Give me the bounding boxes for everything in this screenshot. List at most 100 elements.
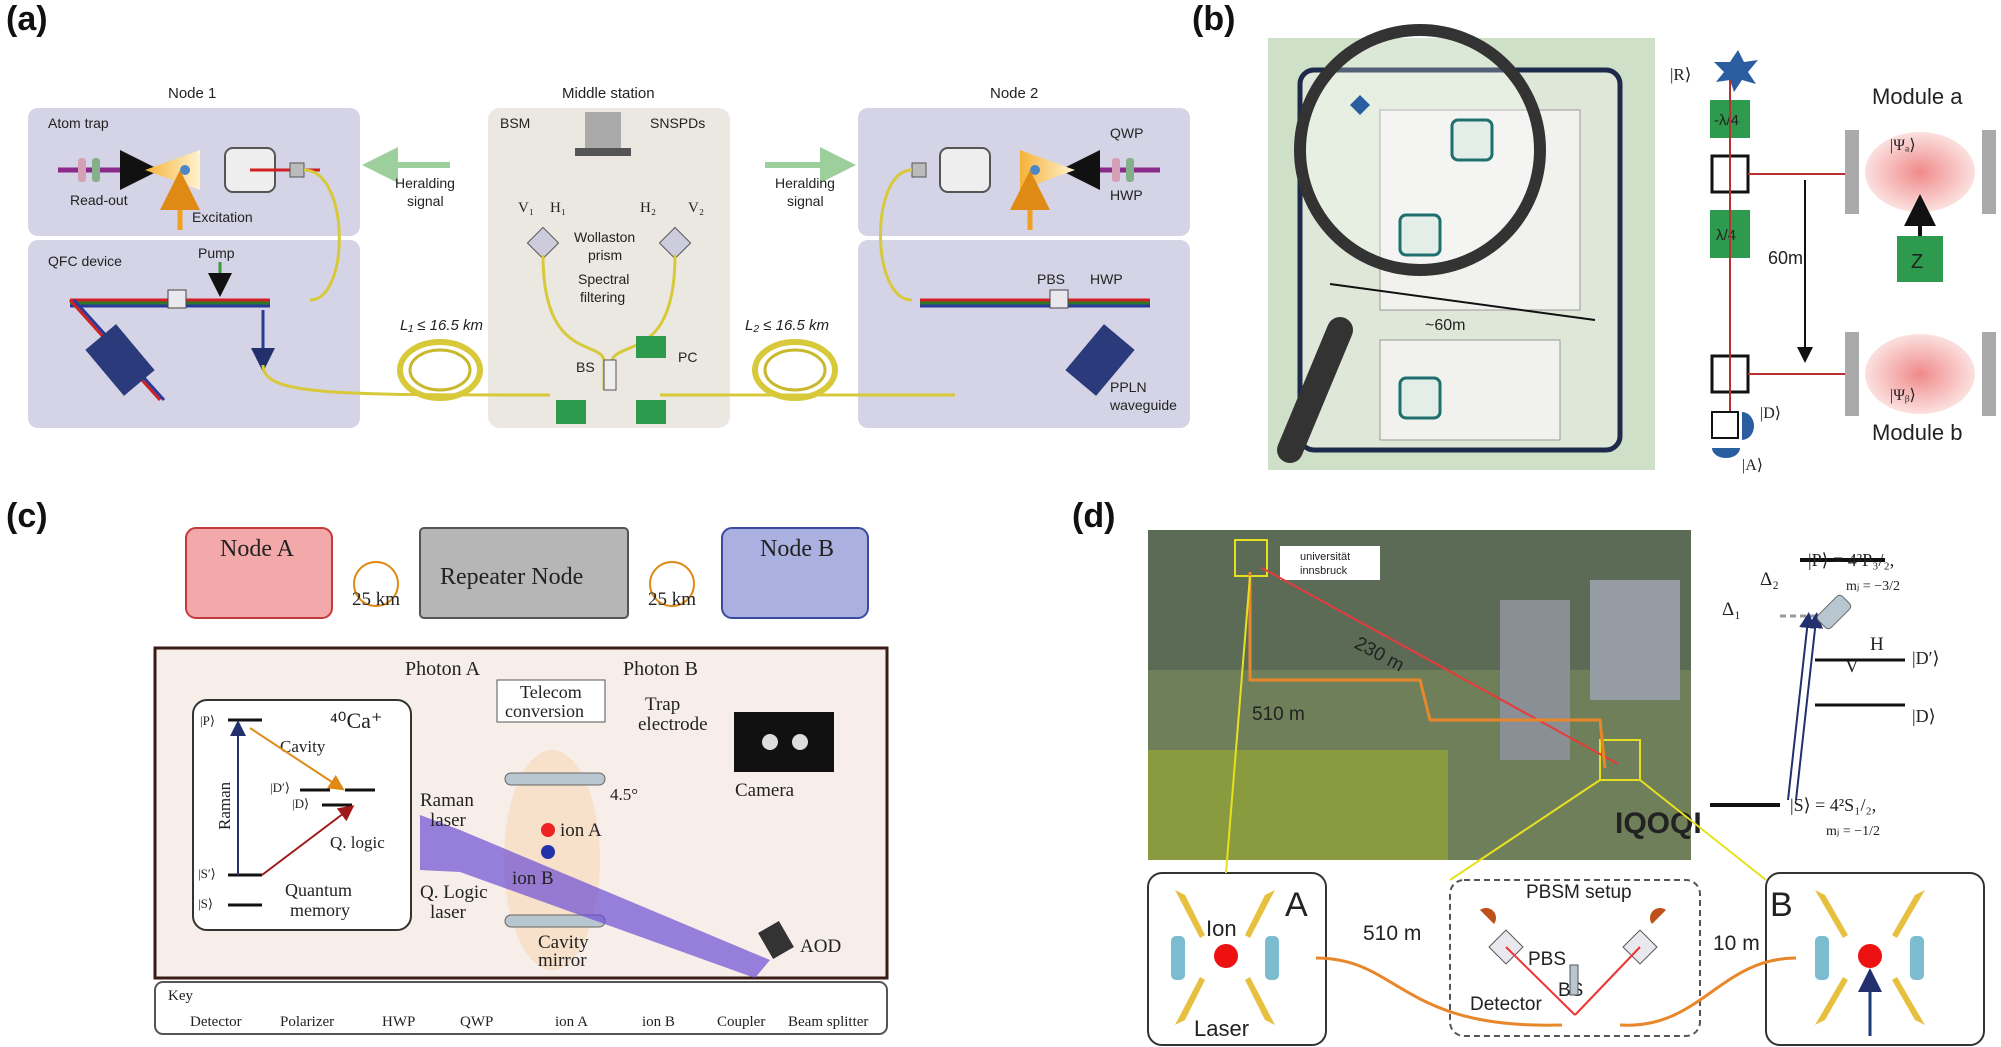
node1-title: Node 1 xyxy=(168,85,216,102)
psi-a: |Ψₐ⟩ xyxy=(1890,137,1916,154)
fiber-510m-label: 510 m xyxy=(1363,922,1421,945)
pc-label: PC xyxy=(678,349,697,365)
panel-d: universität innsbruck 230 m 510 m IQOQI … xyxy=(1147,530,1985,1046)
key-box xyxy=(154,981,888,1035)
key-item-beam-splitter: Beam splitter xyxy=(788,1014,868,1030)
wollaston-label: Wollaston xyxy=(574,229,635,245)
ppln-label: PPLN xyxy=(1110,379,1147,395)
fiber-spool-2 xyxy=(752,339,838,401)
z-label: Z xyxy=(1911,251,1923,273)
d-p-mj: mⱼ = −3/2 xyxy=(1846,579,1900,594)
panel-c-tag: (c) xyxy=(6,497,48,535)
photon-a-label: Photon A xyxy=(405,658,481,680)
h2-label: H₂ xyxy=(640,200,656,216)
pump-label: Pump xyxy=(198,245,235,261)
module-b-title: Module b xyxy=(1872,420,1963,445)
readout-label: Read-out xyxy=(70,192,128,208)
ion-a-label: ion A xyxy=(560,820,602,841)
h1-label: H₁ xyxy=(550,200,566,216)
psi-b: |Ψᵦ⟩ xyxy=(1890,387,1916,404)
pbsm-title: PBSM setup xyxy=(1526,882,1632,903)
panel-a: Node 1 Middle station Node 2 Atom trap R… xyxy=(28,85,1190,428)
prism-label: prism xyxy=(588,247,622,263)
key-item-ion-b: ion B xyxy=(642,1014,675,1030)
camera-label: Camera xyxy=(735,780,795,801)
d-s-mj: mⱼ = −1/2 xyxy=(1826,824,1880,839)
wollaston-right xyxy=(658,226,692,260)
laser-label: Laser xyxy=(1194,1016,1249,1041)
bs-element xyxy=(603,359,617,391)
pbs-label: PBS xyxy=(1037,271,1065,287)
fiber-10m-label: 10 m xyxy=(1713,932,1760,955)
d-d-level: |D⟩ xyxy=(1912,706,1936,726)
c-d-level: |D⟩ xyxy=(292,796,309,811)
wollaston-left xyxy=(526,226,560,260)
qlogic-label: Q. logic xyxy=(330,833,385,852)
fiber-l2: L₂ ≤ 16.5 km xyxy=(745,317,829,334)
node1-ppln xyxy=(85,324,155,396)
key-item-ion-a: ion A xyxy=(555,1014,588,1030)
node-a-title: Node A xyxy=(220,536,295,562)
middle-title: Middle station xyxy=(562,85,655,102)
snspd xyxy=(585,112,621,150)
d-dprime-level: |D′⟩ xyxy=(1912,648,1940,668)
node-b-box xyxy=(721,527,869,619)
qfc-label: QFC device xyxy=(48,253,122,269)
star-icon xyxy=(1714,50,1758,92)
repeater-title: Repeater Node xyxy=(440,564,583,590)
qlogic-laser-2: laser xyxy=(430,902,467,923)
key-title: Key xyxy=(168,988,193,1004)
raman-laser-1: Raman xyxy=(420,790,474,811)
repeater-node-box xyxy=(419,527,629,619)
node2-cavity xyxy=(939,147,991,193)
fiber-spool-1 xyxy=(397,339,483,401)
ion-label: Ion xyxy=(1206,916,1237,941)
pbsm-box xyxy=(1449,879,1701,1037)
panel-d-tag: (d) xyxy=(1072,497,1116,535)
delta2: Δ₂ xyxy=(1760,569,1779,590)
filtering-label: filtering xyxy=(580,289,625,305)
waveguide-label: waveguide xyxy=(1109,397,1177,413)
aod-device xyxy=(758,921,794,959)
module-b-cavity xyxy=(1865,334,1975,414)
cavity-mirror-1: Cavity xyxy=(538,932,589,953)
fiber-l1: L₁ ≤ 16.5 km xyxy=(400,317,483,334)
v1-label: V₁ xyxy=(518,200,534,216)
dist-510m: 510 m xyxy=(1252,704,1305,725)
fiber-510m xyxy=(1248,572,1607,769)
telecom-box xyxy=(496,679,606,723)
distance-line xyxy=(1329,283,1596,321)
c-p-level: |P⟩ xyxy=(200,713,215,728)
hwp2-label: HWP xyxy=(1090,271,1123,287)
signal-1: signal xyxy=(407,193,444,209)
pbs-label-d: PBS xyxy=(1528,949,1566,970)
cavity-label: Cavity xyxy=(280,737,326,756)
key-item-polarizer: Polarizer xyxy=(280,1014,334,1030)
atom-trap-label: Atom trap xyxy=(48,115,109,131)
photon-b-label: Photon B xyxy=(623,658,698,680)
c-s-level: |S⟩ xyxy=(198,896,213,911)
panel-c: Node A Repeater Node Node B 25 km 25 km … xyxy=(153,527,889,1035)
key-item-coupler: Coupler xyxy=(717,1014,765,1030)
heralding-2: Heralding xyxy=(775,175,835,191)
memory-label: memory xyxy=(290,900,350,920)
z-gate xyxy=(1897,236,1943,282)
minus-lambda4: -λ/4 xyxy=(1714,112,1739,129)
excitation-label: Excitation xyxy=(192,209,253,225)
magnifier-glass xyxy=(1294,24,1546,276)
c-sprime-level: |S′⟩ xyxy=(198,866,216,881)
pc-device xyxy=(636,336,666,358)
telecom-1: Telecom xyxy=(520,682,582,702)
node1-pbs xyxy=(167,289,187,309)
bsm-label: BSM xyxy=(500,115,530,131)
raman-laser-2: laser xyxy=(430,810,467,831)
trap-2: electrode xyxy=(638,714,708,735)
hwp-label: HWP xyxy=(1110,187,1143,203)
node2-title: Node 2 xyxy=(990,85,1038,102)
node-b-letter: B xyxy=(1770,886,1793,924)
qlogic-laser-1: Q. Logic xyxy=(420,882,488,903)
d-h-label: H xyxy=(1870,634,1884,655)
node2-ppln xyxy=(1065,324,1135,396)
